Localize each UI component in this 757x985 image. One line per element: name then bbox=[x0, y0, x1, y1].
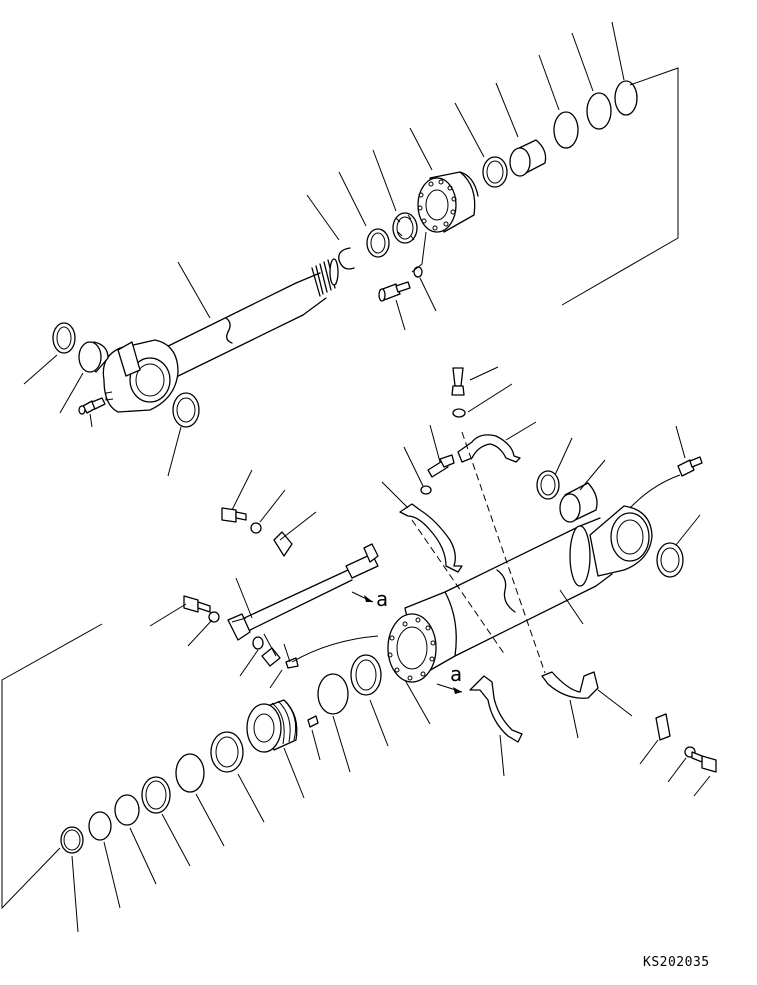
clip-right bbox=[655, 713, 671, 741]
bottom-bushing bbox=[559, 482, 598, 523]
rod-packing bbox=[210, 731, 244, 773]
piston-bolt-washer bbox=[413, 266, 423, 278]
cylinder-head bbox=[387, 591, 457, 683]
flange-half-lower bbox=[261, 647, 281, 667]
rod-seal-2 bbox=[392, 212, 418, 244]
piston-rod-assembly bbox=[23, 21, 679, 477]
reference-mark-a-2: a bbox=[450, 662, 462, 686]
cylinder-assembly: a a bbox=[1, 366, 717, 933]
piston-ring-2 bbox=[586, 92, 612, 130]
o-ring-small-1 bbox=[252, 636, 264, 650]
lower-leader-lines bbox=[71, 366, 711, 933]
cylinder-tube bbox=[444, 517, 613, 657]
clamp-band-right bbox=[541, 671, 599, 699]
snap-ring bbox=[338, 247, 355, 270]
u-packing bbox=[141, 776, 171, 814]
snap-ring-lower bbox=[60, 826, 84, 854]
piston-ring-3 bbox=[614, 80, 638, 116]
flange-bolt-lower bbox=[183, 595, 211, 613]
clamp-bolt-top bbox=[451, 367, 465, 396]
rod-eye-bushing bbox=[52, 322, 109, 373]
hydraulic-pipe bbox=[227, 543, 379, 641]
flange-washer-lower bbox=[208, 611, 220, 623]
cylinder-bottom-eye bbox=[589, 505, 653, 577]
piston-rod bbox=[149, 258, 339, 382]
rod-eye bbox=[102, 339, 179, 413]
bottom-seal-1 bbox=[536, 470, 560, 500]
head-seal-ring bbox=[350, 654, 382, 696]
drawing-code: KS202035 bbox=[643, 955, 710, 970]
clamp-band-mid bbox=[399, 503, 463, 573]
clamp-bolt-mid bbox=[427, 454, 455, 478]
clamp-band-upper bbox=[457, 434, 521, 463]
rod-gland bbox=[246, 699, 298, 753]
piston-ring-1 bbox=[553, 111, 579, 149]
reference-arrow-2 bbox=[436, 683, 463, 694]
grease-fitting bbox=[78, 397, 106, 415]
backup-ring bbox=[114, 794, 140, 826]
fitting-plug bbox=[677, 456, 703, 477]
piston bbox=[417, 171, 479, 233]
bottom-seal-2 bbox=[656, 542, 684, 578]
dust-seal bbox=[88, 811, 112, 841]
piston-bushing bbox=[509, 139, 547, 177]
reference-mark-a-1: a bbox=[376, 587, 388, 611]
phantom-lines bbox=[411, 431, 546, 674]
clamp-washer-top bbox=[452, 408, 466, 418]
clamp-washer-mid bbox=[420, 485, 432, 495]
clip-bolt-right bbox=[691, 751, 717, 773]
buffer-ring bbox=[175, 753, 205, 793]
pipe-bolt-washer bbox=[250, 522, 262, 534]
upper-leader-lines bbox=[23, 21, 625, 477]
pipe-bolt bbox=[221, 507, 247, 523]
rod-seal-1 bbox=[366, 228, 390, 258]
wear-ring-1 bbox=[482, 156, 508, 188]
dust-seal-eye bbox=[172, 392, 200, 428]
set-screw bbox=[307, 715, 319, 728]
group-bracket-lower bbox=[1, 623, 103, 910]
reference-arrow-1 bbox=[351, 591, 374, 603]
head-backup-ring bbox=[317, 673, 349, 715]
pipe-flange-half bbox=[273, 531, 293, 557]
group-bracket-upper bbox=[561, 67, 679, 306]
clamp-band-lower bbox=[469, 675, 523, 743]
piston-bolt bbox=[378, 281, 411, 302]
